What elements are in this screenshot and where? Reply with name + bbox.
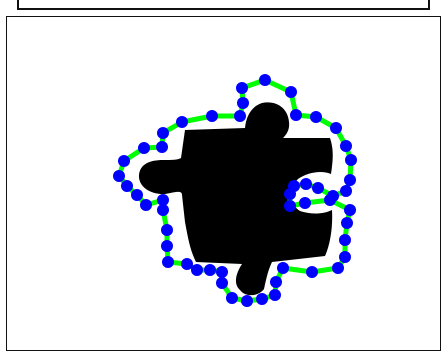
contour-vertex	[300, 178, 312, 190]
contour-vertex	[234, 110, 246, 122]
contour-vertex	[216, 277, 228, 289]
contour-vertex	[290, 109, 302, 121]
contour-vertex	[131, 189, 143, 201]
contour-vertex	[340, 140, 352, 152]
contour-vertex	[256, 293, 268, 305]
contour-vertex	[206, 110, 218, 122]
contour-vertex	[310, 111, 322, 123]
contour-vertex	[216, 266, 228, 278]
contour-vertex	[340, 185, 352, 197]
contour-vertex	[299, 197, 311, 209]
contour-vertex	[330, 122, 342, 134]
contour-vertex	[344, 174, 356, 186]
contour-vertex	[341, 217, 353, 229]
contour-vertex	[204, 264, 216, 276]
contour-vertex	[157, 194, 169, 206]
contour-vertex	[324, 194, 336, 206]
contour-vertex	[226, 292, 238, 304]
contour-vertex	[181, 258, 193, 270]
contour-vertex	[113, 170, 125, 182]
contour-vertex	[269, 289, 281, 301]
contour-vertex	[312, 182, 324, 194]
contour-vertex	[285, 86, 297, 98]
contour-vertex	[162, 256, 174, 268]
contour-vertex	[339, 251, 351, 263]
contour-vertex	[284, 200, 296, 212]
puzzle-contour-figure	[0, 0, 448, 343]
contour-vertex	[344, 204, 356, 216]
contour-vertex	[270, 276, 282, 288]
contour-vertex	[118, 155, 130, 167]
contour-vertex	[157, 127, 169, 139]
contour-vertex	[140, 199, 152, 211]
contour-vertex	[236, 82, 248, 94]
contour-vertex	[156, 141, 168, 153]
contour-vertex	[237, 97, 249, 109]
contour-vertex	[306, 266, 318, 278]
contour-vertex	[191, 264, 203, 276]
contour-vertex	[345, 154, 357, 166]
contour-vertex	[161, 224, 173, 236]
contour-vertex	[121, 180, 133, 192]
contour-vertex	[176, 116, 188, 128]
contour-vertex	[138, 142, 150, 154]
contour-vertex	[332, 262, 344, 274]
contour-vertex	[161, 240, 173, 252]
contour-vertex	[284, 188, 296, 200]
contour-vertex	[339, 234, 351, 246]
contour-vertex	[241, 295, 253, 307]
contour-vertex	[277, 262, 289, 274]
contour-vertex	[259, 74, 271, 86]
